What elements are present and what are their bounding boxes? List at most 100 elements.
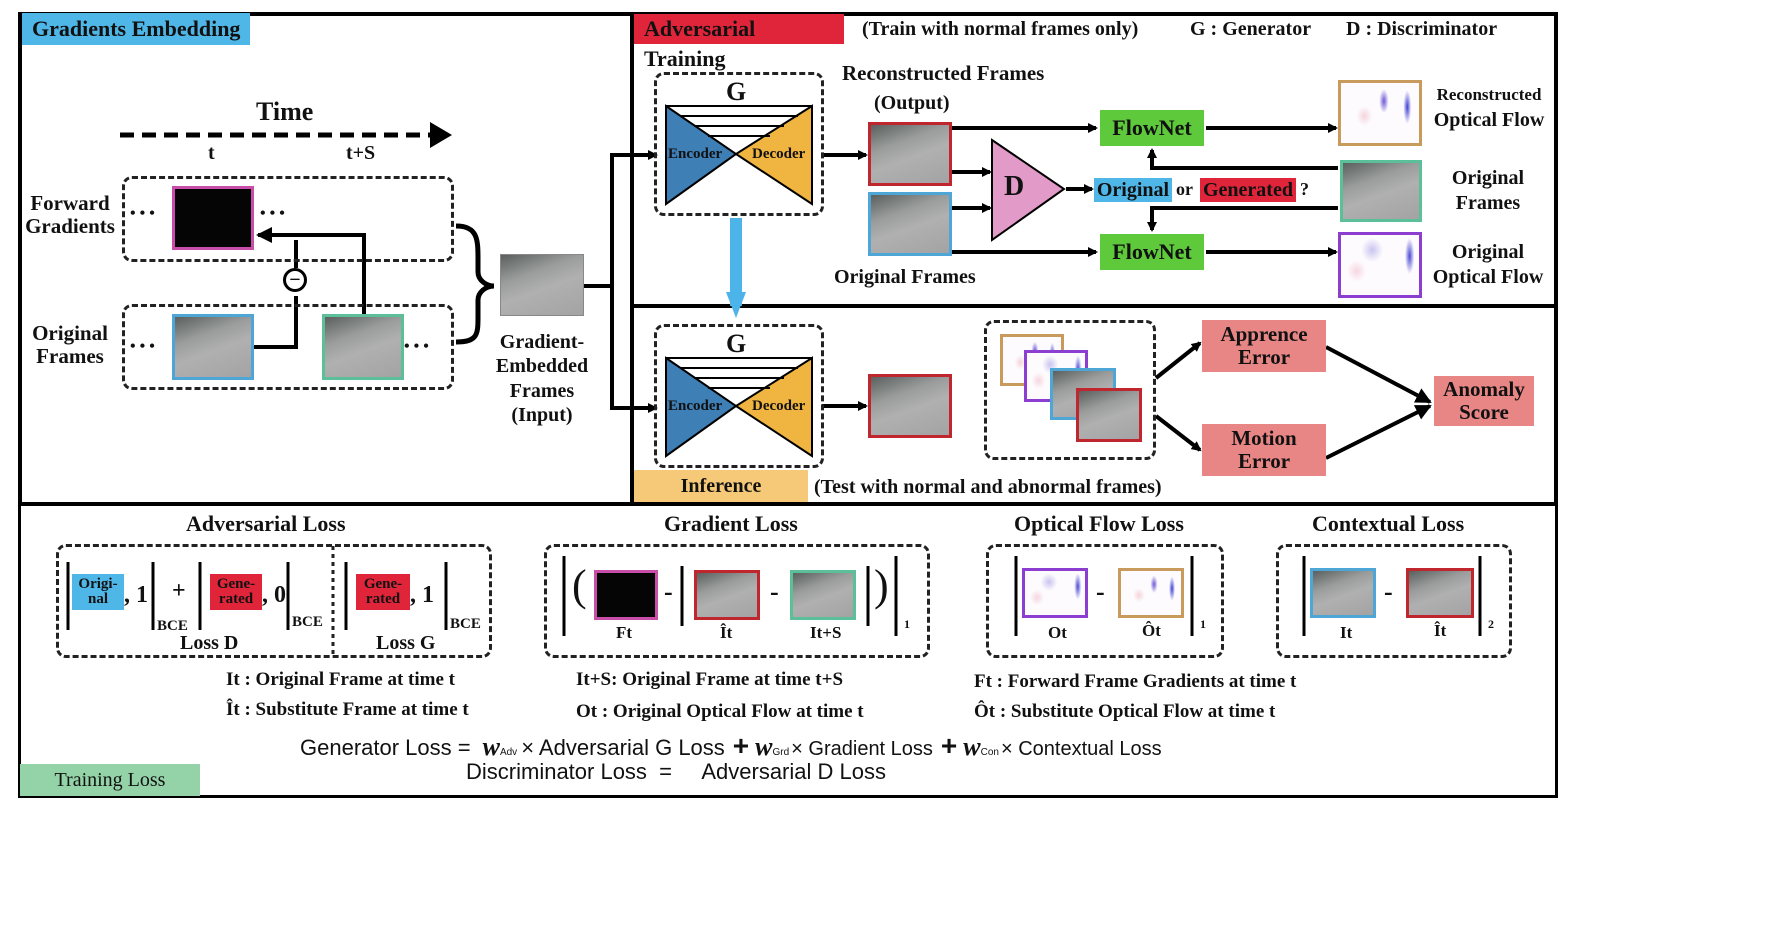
def-ft: Ft : Forward Frame Gradients at time t xyxy=(974,671,1297,692)
generator-training-label: G xyxy=(726,77,747,106)
flow-loss-ot-image xyxy=(1022,568,1088,618)
original-frame-t-image xyxy=(172,314,254,380)
gen-term-3: × Contextual Loss xyxy=(1000,738,1162,760)
original-frame-ts-image xyxy=(322,314,404,380)
inference-tag: Inference xyxy=(634,470,808,502)
loss-d-bce-1: BCE xyxy=(157,618,188,634)
gradient-loss-its-label: It+S xyxy=(810,623,842,642)
optical-flow-loss-title: Optical Flow Loss xyxy=(1014,511,1184,536)
gradient-loss-it-hat-label: Ît xyxy=(720,623,733,642)
contextual-loss-minus: - xyxy=(1384,577,1393,606)
gradient-embedded-label: Gradient- Embedded Frames (Input) xyxy=(495,331,589,427)
generated-output-chip: Generated xyxy=(1200,178,1296,202)
training-loss-tag: Training Loss xyxy=(20,764,200,796)
appearance-error-box: Apprence Error xyxy=(1202,320,1326,372)
generator-legend: G : Generator xyxy=(1190,18,1312,40)
gradient-loss-title: Gradient Loss xyxy=(664,511,798,536)
gradient-loss-norm-sub: 1 xyxy=(904,617,910,631)
flownet-top: FlowNet xyxy=(1100,110,1204,146)
reconstructed-flow-image xyxy=(1338,80,1422,146)
reconstructed-flow-label: Reconstructed Optical Flow xyxy=(1433,85,1545,131)
w-grd: w xyxy=(755,732,773,761)
minus-icon: − xyxy=(289,269,301,291)
original-frames-training-label: Original Frames xyxy=(834,266,976,288)
generator-loss-formula: Generator Loss = w Adv × Adversarial G L… xyxy=(300,730,1162,762)
loss-original-chip: Origi- nal xyxy=(72,574,124,610)
gradient-loss-ft-label: Ft xyxy=(616,623,633,642)
encoder-training-label: Encoder xyxy=(668,146,723,162)
ellipsis-right-original: • • • xyxy=(404,338,429,355)
forward-gradient-image xyxy=(172,186,254,250)
flow-loss-ot-label: Ot xyxy=(1048,623,1067,642)
stack-recon-frame-image xyxy=(1076,388,1142,442)
forward-gradients-row xyxy=(122,176,454,262)
reconstructed-frames-sub: (Output) xyxy=(874,92,950,114)
time-label: Time xyxy=(256,97,314,126)
def-it: It : Original Frame at time t xyxy=(226,669,455,690)
original-frames-right-image xyxy=(1340,160,1422,222)
gradient-loss-box xyxy=(544,544,930,658)
generator-inference-label: G xyxy=(726,329,747,358)
error-inputs-stack xyxy=(984,320,1156,460)
gradient-loss-ft-image xyxy=(594,570,658,620)
contextual-loss-it-hat-label: Ît xyxy=(1434,621,1447,640)
decoder-training-label: Decoder xyxy=(752,146,806,162)
adversarial-loss-box xyxy=(56,544,492,658)
def-ot: Ot : Original Optical Flow at time t xyxy=(576,701,864,722)
w-grd-sub: Grd xyxy=(772,747,790,758)
gradient-loss-minus-2: - xyxy=(770,577,779,606)
reconstructed-frame-image xyxy=(868,122,952,186)
loss-generated-chip-g: Gene- rated xyxy=(356,574,410,610)
generator-inference-box xyxy=(654,324,824,468)
flownet-bottom: FlowNet xyxy=(1100,234,1204,270)
loss-g-label: Loss G xyxy=(376,632,436,654)
original-frame-training-image xyxy=(868,192,952,256)
flow-loss-minus: - xyxy=(1096,577,1105,606)
inference-note: (Test with normal and abnormal frames) xyxy=(814,476,1162,498)
discriminator-label: D xyxy=(1004,171,1025,202)
contextual-loss-it-label: It xyxy=(1340,623,1353,642)
inference-output-image xyxy=(868,374,952,438)
original-flow-image xyxy=(1338,232,1422,298)
contextual-loss-it-hat-image xyxy=(1406,568,1474,618)
original-frames-row xyxy=(122,304,454,390)
gradient-loss-it-hat-image xyxy=(694,570,760,620)
training-loss-panel xyxy=(18,502,1558,798)
adversarial-training-tag: Adversarial Training xyxy=(634,14,844,71)
encoder-inference-label: Encoder xyxy=(668,398,723,414)
original-frames-right-label: Original Frames xyxy=(1451,167,1525,214)
generator-training-box xyxy=(654,72,824,216)
def-ot-hat: Ôt : Substitute Optical Flow at time t xyxy=(974,701,1276,722)
gradients-embedding-tag: Gradients Embedding xyxy=(22,13,251,45)
contextual-loss-norm-sub: 2 xyxy=(1488,617,1494,631)
contextual-loss-box xyxy=(1276,544,1512,658)
gradient-loss-minus-1: - xyxy=(664,577,673,606)
discriminator-loss-formula: Discriminator Loss = Adversarial D Loss xyxy=(466,759,886,784)
time-ts-label: t+S xyxy=(346,142,376,164)
generator-loss-lhs: Generator Loss = xyxy=(300,735,471,760)
ellipsis-left-forward: • • • xyxy=(130,205,155,222)
flow-loss-ot-hat-image xyxy=(1118,568,1184,618)
optical-flow-loss-box xyxy=(986,544,1224,658)
def-its: It+S: Original Frame at time t+S xyxy=(576,669,844,690)
or-label: or xyxy=(1176,179,1193,199)
decoder-inference-label: Decoder xyxy=(752,398,806,414)
w-adv: w xyxy=(482,732,500,761)
gradient-loss-its-image xyxy=(790,570,856,620)
loss-g-one: , 1 xyxy=(410,582,434,608)
gen-plus-2: + xyxy=(940,730,958,761)
loss-d-plus: + xyxy=(172,578,186,604)
w-con-sub: Con xyxy=(980,747,999,758)
flow-loss-ot-hat-label: Ôt xyxy=(1142,621,1161,640)
original-flow-label: Original Optical Flow xyxy=(1432,241,1544,288)
contextual-loss-it-image xyxy=(1310,568,1376,618)
original-frames-left-label: Original Frames xyxy=(32,321,108,369)
question-mark: ? xyxy=(1300,179,1309,199)
